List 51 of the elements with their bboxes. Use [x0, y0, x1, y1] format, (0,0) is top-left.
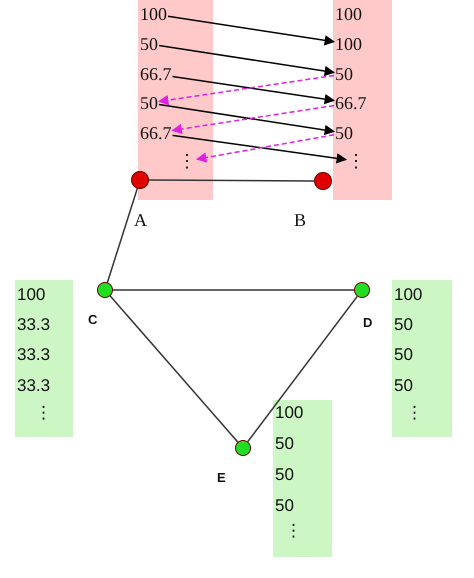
- value-column: [138, 0, 213, 200]
- value-column: [15, 280, 73, 437]
- value-text: 50: [394, 344, 413, 366]
- value-text: 50: [275, 464, 294, 486]
- value-text: 100: [394, 284, 422, 306]
- node-label: A: [134, 210, 147, 231]
- node-circle: [131, 171, 149, 189]
- value-text: 100: [335, 3, 362, 25]
- value-text: 66.7: [140, 63, 172, 85]
- value-text: 33.3: [17, 314, 50, 336]
- value-text: 100: [335, 33, 362, 55]
- arrow: [158, 44, 336, 76]
- arrow: [172, 134, 348, 164]
- node-circle: [354, 282, 370, 298]
- node-label: D: [363, 315, 372, 330]
- arrow: [168, 15, 336, 46]
- value-text: 50: [140, 33, 158, 55]
- value-text: ⋮: [178, 150, 196, 172]
- value-text: 100: [17, 284, 46, 306]
- node-label: C: [88, 312, 98, 327]
- node-label: E: [217, 470, 226, 485]
- value-text: 100: [275, 402, 304, 424]
- value-text: 33.3: [17, 375, 50, 397]
- value-text: 100: [140, 3, 167, 25]
- value-text: 50: [140, 92, 158, 114]
- value-text: ⋮: [35, 402, 52, 424]
- value-text: 50: [335, 63, 353, 85]
- connector-line: [110, 296, 238, 442]
- node-circle: [97, 282, 113, 298]
- value-text: 33.3: [17, 344, 50, 366]
- value-column: [333, 0, 392, 200]
- value-column: [273, 400, 332, 557]
- connector-line: [113, 289, 354, 291]
- value-text: ⋮: [285, 520, 302, 542]
- node-label: B: [294, 210, 306, 231]
- value-text: 50: [394, 314, 413, 336]
- value-text: ⋮: [406, 402, 423, 424]
- arrow: [196, 134, 334, 163]
- value-text: 50: [275, 495, 294, 517]
- value-column: [392, 280, 452, 437]
- node-circle: [235, 440, 251, 456]
- connector-line: [106, 188, 138, 283]
- connector-line: [149, 179, 314, 182]
- value-text: 50: [335, 122, 353, 144]
- connector-line: [247, 296, 358, 442]
- value-text: 50: [275, 433, 294, 455]
- value-text: 66.7: [335, 92, 366, 114]
- value-text: 50: [394, 375, 413, 397]
- value-text: ⋮: [347, 150, 365, 172]
- node-circle: [314, 172, 332, 190]
- value-text: 66.7: [140, 122, 172, 144]
